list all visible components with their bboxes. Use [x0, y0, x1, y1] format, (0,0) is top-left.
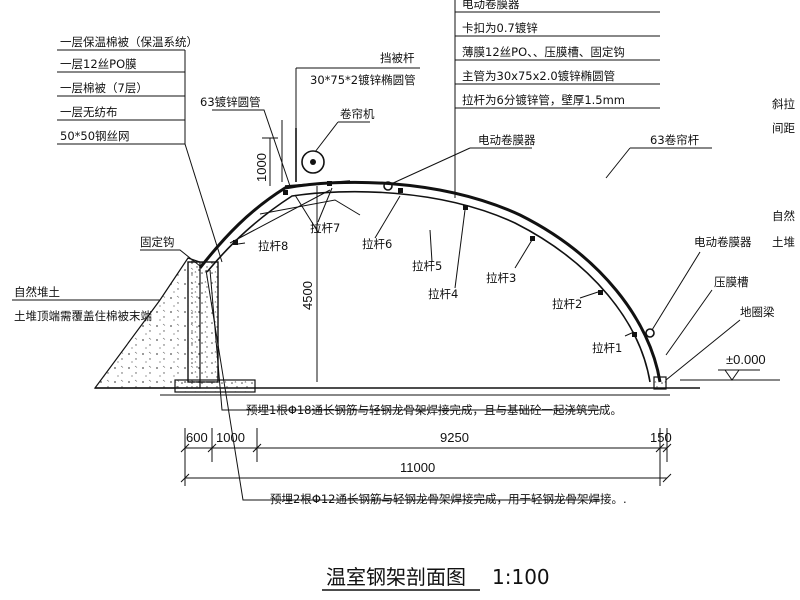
soil-mound — [93, 257, 201, 389]
purlin-clips — [233, 181, 637, 337]
dim-1000-vertical: 1000 — [254, 153, 269, 182]
pipe63-label: 63镀锌圆管 — [200, 95, 261, 109]
main-arch-outer — [198, 180, 662, 383]
dim-11000: 11000 — [400, 460, 435, 475]
film-groove-label: 压膜槽 — [714, 275, 749, 289]
film-groove-leader — [665, 289, 713, 356]
left-label-4: 一层无纺布 — [60, 105, 118, 119]
embed2-note: 预埋2根Φ12通长钢筋与轻钢龙骨架焊接完成，用于轻钢龙骨架焊接。. — [270, 492, 627, 506]
rod63-label: 63卷帘杆 — [650, 133, 700, 147]
motor-right-leader — [651, 251, 701, 331]
dim-4500-vertical: 4500 — [300, 281, 315, 310]
natural-soil-label: 自然堆土 — [14, 285, 60, 299]
top-right-stack-lines — [454, 0, 660, 198]
tie-rod-7: 拉杆7 — [310, 221, 340, 235]
soil-note-label: 土堆顶端需覆盖住棉被末端 — [14, 309, 152, 323]
roller-hub-icon — [310, 159, 316, 165]
far-right-label-3: 自然 — [772, 209, 795, 223]
far-right-label-1: 斜拉 — [772, 97, 795, 111]
roller-leader — [314, 121, 370, 153]
drawing-title: 温室钢架剖面图 — [326, 565, 466, 589]
motor-right-icon — [645, 328, 655, 338]
block-rod-label: 挡被杆 — [380, 51, 415, 65]
roller-label: 卷帘机 — [340, 107, 375, 121]
top-right-label-2: 卡扣为0.7镀锌 — [462, 21, 538, 35]
fix-hook-label: 固定钩 — [140, 235, 175, 249]
elevation-mark — [718, 369, 760, 381]
motor-top-leader — [390, 147, 532, 185]
block-rod-spec: 30*75*2镀锌椭圆管 — [310, 73, 416, 87]
rod63-leader — [605, 147, 712, 179]
tie-rod-5: 拉杆5 — [412, 259, 442, 273]
top-right-label-3: 薄膜12丝PO、、压膜槽、固定钩 — [462, 45, 625, 59]
pipe63-leader — [212, 109, 291, 187]
embed2-leader — [205, 269, 600, 501]
left-label-2: 一层12丝PO膜 — [60, 57, 137, 71]
far-right-label-2: 间距 — [772, 121, 795, 135]
left-label-1: 一层保温棉被（保温系统） — [60, 35, 198, 49]
embed1-note: 预埋1根Φ18通长钢筋与轻钢龙骨架焊接完成，且与基础砼一起浇筑完成。 — [246, 403, 622, 417]
far-right-label-4: 土堆 — [772, 235, 795, 249]
fix-hook-leader — [140, 249, 201, 267]
dim-9250: 9250 — [440, 430, 469, 445]
tie-rod-1: 拉杆1 — [592, 341, 622, 355]
top-right-label-5: 拉杆为6分镀锌管，壁厚1.5mm — [462, 93, 625, 107]
ground-beam-leader — [665, 319, 741, 381]
top-right-label-4: 主管为30x75x2.0镀锌椭圆管 — [462, 69, 615, 83]
rod-line-c — [294, 194, 319, 233]
roller-machine-icon — [301, 150, 325, 174]
rod-line-b — [259, 199, 361, 216]
dimension-lines — [180, 428, 672, 486]
embed1-leader — [209, 269, 600, 411]
dim-1000-horizontal: 1000 — [216, 430, 245, 445]
dim-150: 150 — [650, 430, 672, 445]
motor-top-label: 电动卷膜器 — [478, 133, 536, 147]
elevation-label: ±0.000 — [726, 352, 766, 367]
tie-rod-6: 拉杆6 — [362, 237, 392, 251]
top-right-label-1: 电动卷膜器 — [462, 0, 520, 11]
rod-line-a — [229, 189, 331, 244]
tie-rod-leaders — [237, 187, 635, 337]
ridge-rod — [284, 180, 351, 187]
back-footing — [174, 379, 256, 393]
dim-600: 600 — [186, 430, 208, 445]
left-label-5: 50*50钢丝网 — [60, 129, 130, 143]
tie-rod-8: 拉杆8 — [258, 239, 288, 253]
motor-right-label: 电动卷膜器 — [694, 235, 752, 249]
tie-rod-4: 拉杆4 — [428, 287, 458, 301]
ground-beam-label: 地圈梁 — [740, 305, 775, 319]
left-label-3: 一层棉被（7层） — [60, 81, 148, 95]
tie-rod-2: 拉杆2 — [552, 297, 582, 311]
block-rod-leader — [295, 67, 420, 128]
tie-rod-3: 拉杆3 — [486, 271, 516, 285]
motor-top-icon — [383, 181, 393, 191]
back-wall — [187, 261, 219, 383]
drawing-scale: 1:100 — [492, 565, 550, 589]
left-label-stack-lines — [57, 49, 223, 263]
main-arch-inner — [206, 190, 651, 383]
